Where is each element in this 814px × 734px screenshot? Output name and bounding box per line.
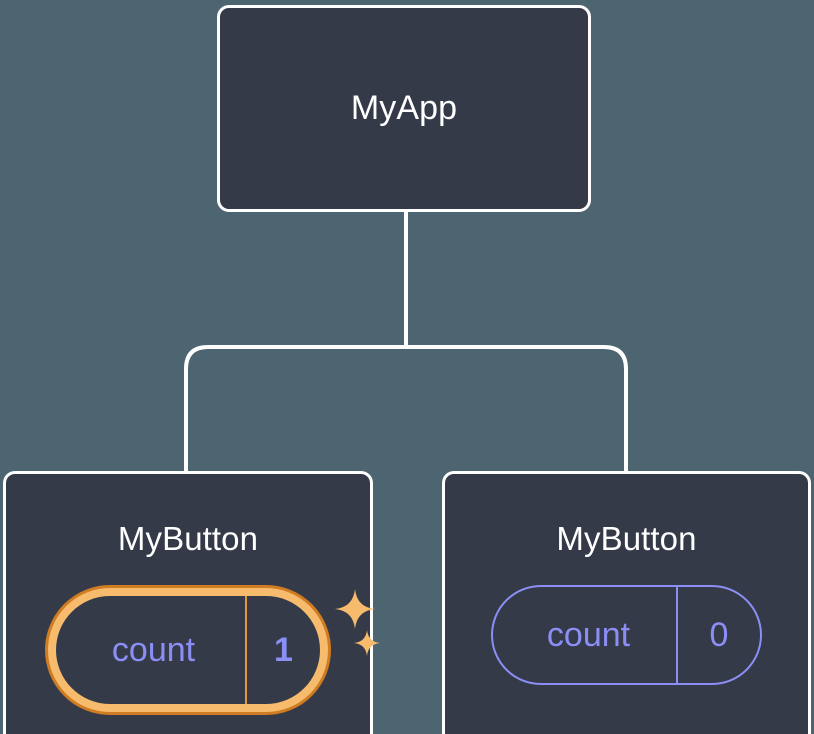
node-mybutton-left-label: MyButton [117, 520, 259, 557]
connector-branch-left [184, 345, 406, 473]
state-pill-count-unchanged[interactable]: count 0 [491, 585, 762, 685]
state-pill-inner: count 1 [56, 596, 320, 704]
state-value-label: 0 [709, 616, 729, 654]
node-mybutton-right-label: MyButton [556, 520, 697, 557]
connector-branch-right [406, 345, 628, 473]
state-name-label: count [56, 596, 247, 704]
state-name-label: count [493, 587, 678, 683]
state-pill-right-wrap: count 0 [491, 585, 762, 685]
state-pill-count-updated[interactable]: count 1 [45, 585, 331, 715]
node-mybutton-left[interactable]: MyButton count 1 [3, 471, 380, 734]
node-mybutton-right[interactable]: MyButton count 0 [442, 471, 811, 734]
sparkle-icon [354, 630, 380, 656]
state-pill-left-wrap: count 1 [45, 585, 380, 715]
state-value-label: 1 [274, 631, 293, 669]
sparkle-icon [335, 589, 375, 629]
node-myapp-label: MyApp [350, 89, 458, 127]
node-myapp[interactable]: MyApp [217, 5, 591, 212]
